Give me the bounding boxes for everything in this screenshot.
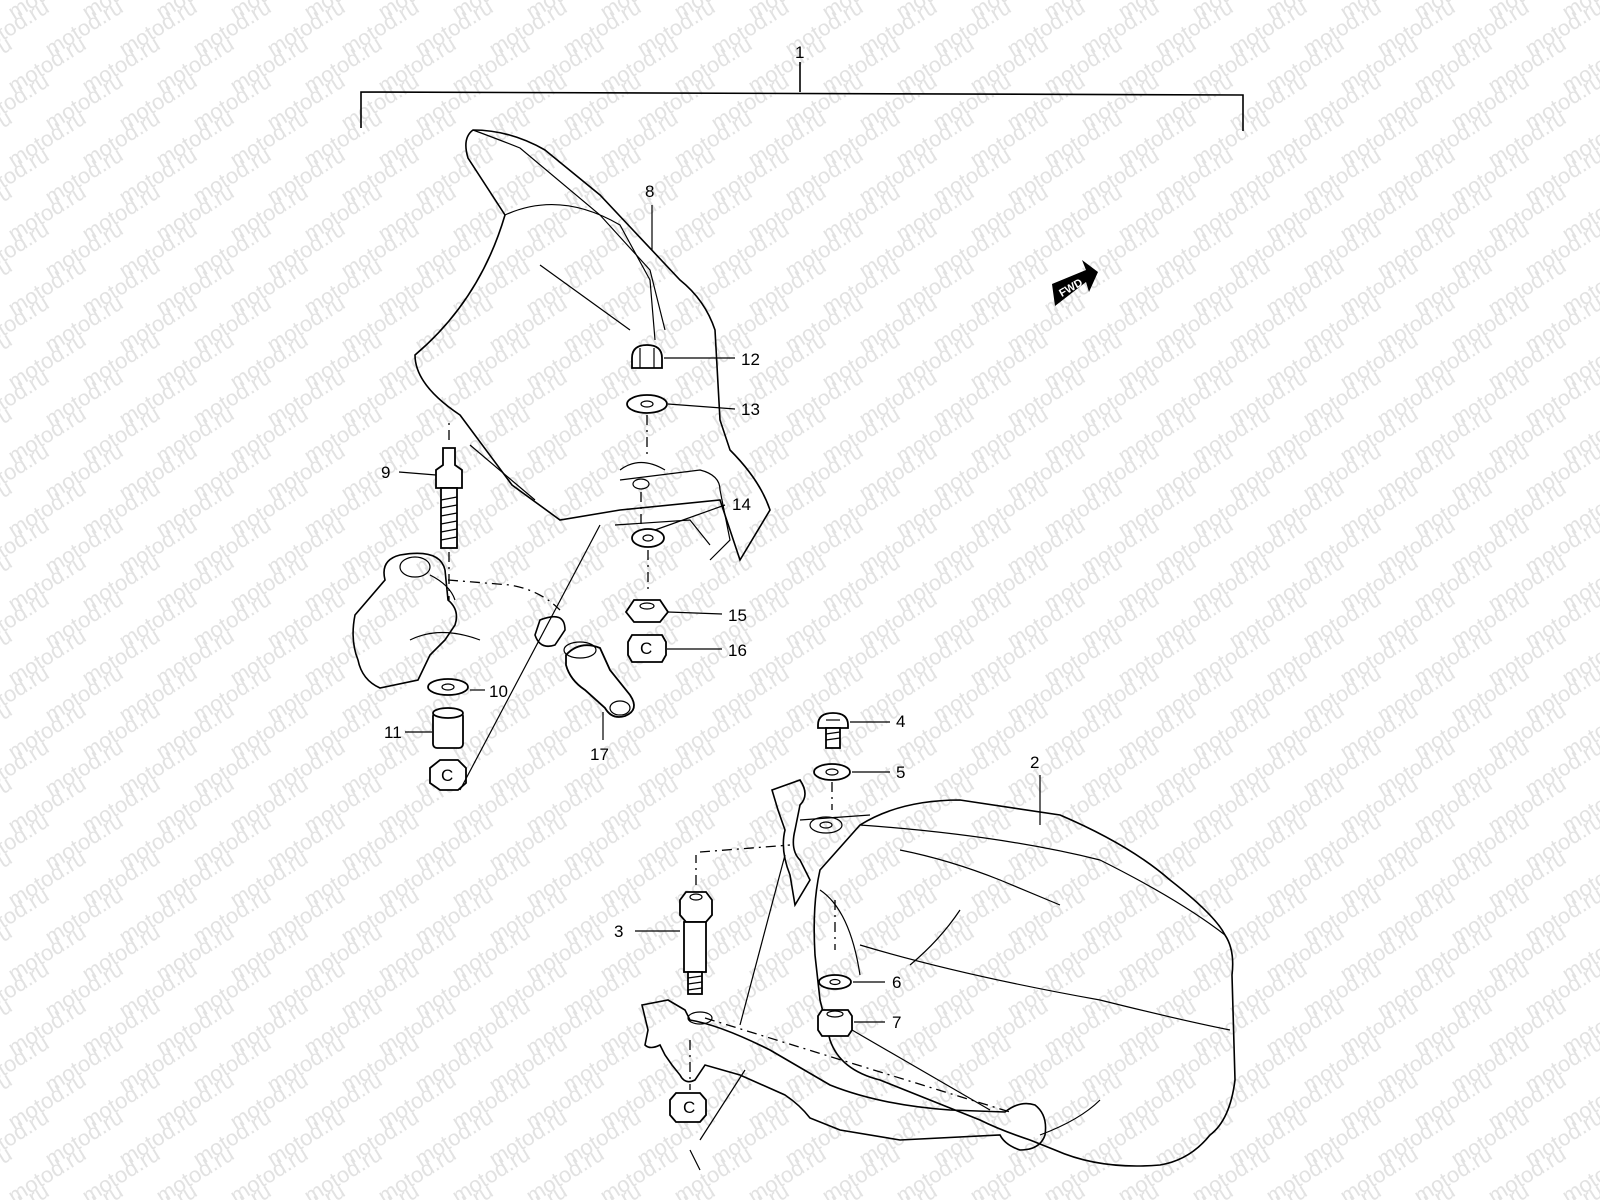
callout-label-7: 7 [892, 1013, 901, 1032]
svg-text:C: C [441, 766, 453, 785]
cap-nut-12 [631, 344, 663, 369]
washer-6 [818, 974, 852, 990]
callout-label-6: 6 [892, 973, 901, 992]
callout-label-14: 14 [732, 495, 751, 514]
flange-nut-15 [624, 599, 670, 623]
callout-label-2: 2 [1030, 753, 1039, 772]
svg-text:C: C [683, 1098, 695, 1117]
callout-label-3: 3 [614, 922, 623, 941]
callout-label-4: 4 [896, 712, 905, 731]
callout-label-1: 1 [795, 43, 804, 62]
svg-text:C: C [640, 639, 652, 658]
callout-label-9: 9 [381, 463, 390, 482]
callout-label-11: 11 [384, 723, 402, 742]
callout-label-8: 8 [645, 182, 654, 201]
spacer-11 [432, 707, 464, 749]
callout-label-10: 10 [489, 682, 508, 701]
washer-10 [427, 678, 469, 696]
callout-label-15: 15 [728, 606, 747, 625]
callout-label-5: 5 [896, 763, 905, 782]
callout-label-17: 17 [590, 745, 609, 764]
callout-label-16: 16 [728, 641, 747, 660]
nut-16: C [627, 634, 667, 663]
callout-label-12: 12 [741, 350, 760, 369]
callout-label-13: 13 [741, 400, 760, 419]
